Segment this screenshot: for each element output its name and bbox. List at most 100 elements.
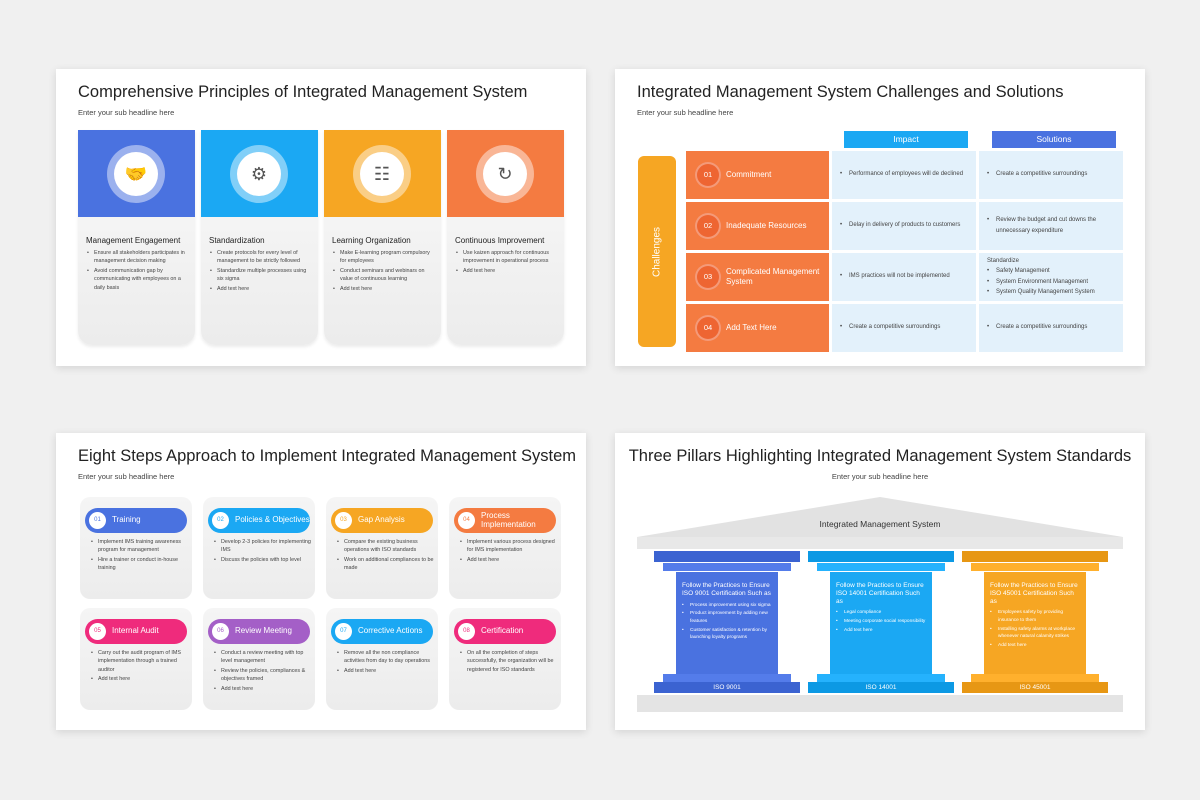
bullet-item: Meeting corporate social responsibility — [836, 618, 926, 626]
step-label: Gap Analysis — [358, 515, 405, 525]
card-bullets: Ensure all stakeholders participates in … — [86, 249, 190, 293]
step-number: 01 — [89, 512, 106, 529]
impact-cell: Create a competitive surroundings — [832, 304, 976, 352]
slide-subtitle: Enter your sub headline here — [78, 108, 175, 117]
step-label: Certification — [481, 626, 524, 636]
solution-text: System Quality Management System — [987, 287, 1115, 298]
pillar-capital — [808, 551, 954, 562]
principle-card[interactable]: 🤝Management EngagementEnsure all stakeho… — [78, 130, 195, 345]
step-label: Process Implementation — [481, 510, 536, 529]
pillar[interactable]: Follow the Practices to Ensure ISO 14001… — [808, 551, 954, 695]
step-pill: 01 Training — [85, 508, 187, 533]
step-card[interactable]: 03 Gap AnalysisCompare the existing busin… — [326, 497, 438, 599]
solution-text: Create a competitive surroundings — [987, 322, 1115, 334]
pillar-capital — [962, 551, 1108, 562]
principle-card[interactable]: ↻ Continuous ImprovementUse kaizen approa… — [447, 130, 564, 345]
pillar-roof — [637, 497, 1123, 537]
card-bullets: Make E-learning program compulsory for e… — [332, 249, 436, 294]
step-bullets: Compare the existing business operations… — [336, 538, 434, 574]
bullet-item: Conduct seminars and webinars on value o… — [332, 267, 436, 284]
step-card[interactable]: 02 Policies & ObjectivesDevelop 2-3 polic… — [203, 497, 315, 599]
step-label: Internal Audit — [112, 626, 159, 636]
pillar-heading: Follow the Practices to Ensure ISO 14001… — [836, 582, 924, 605]
pillar[interactable]: Follow the Practices to Ensure ISO 45001… — [962, 551, 1108, 695]
slide-principles[interactable]: Comprehensive Principles of Integrated M… — [56, 69, 586, 366]
impact-text: Performance of employees will de decline… — [840, 169, 968, 181]
bullet-item: Add text here — [459, 556, 557, 565]
solution-cell: Create a competitive surroundings — [979, 304, 1123, 352]
pillar-base-step — [663, 674, 791, 682]
bullet-item: Process improvement using six sigma — [682, 602, 772, 610]
bullet-item: Installing safety alarms at workplace wh… — [990, 626, 1080, 641]
impact-text: IMS practices will not be implemented — [840, 271, 968, 283]
impact-cell: Delay in delivery of products to custome… — [832, 202, 976, 250]
challenge-text: Inadequate Resources — [726, 221, 807, 230]
slide-subtitle: Enter your sub headline here — [831, 472, 929, 481]
pillar-capital-step — [663, 563, 791, 571]
step-bullets: Implement IMS training awareness program… — [90, 538, 188, 574]
card-title: Continuous Improvement — [455, 236, 545, 245]
challenge-text: Commitment — [726, 170, 772, 179]
step-bullets: Remove all the non compliance activities… — [336, 649, 434, 676]
icon-ring: ⚙ — [230, 145, 288, 203]
pillar-capital — [654, 551, 800, 562]
step-card[interactable]: 01 TrainingImplement IMS training awarene… — [80, 497, 192, 599]
card-bullets: Use kaizen approach for continuous impro… — [455, 249, 559, 276]
slide-eight-steps[interactable]: Eight Steps Approach to Implement Integr… — [56, 433, 586, 730]
bullet-item: Add text here — [332, 285, 436, 294]
solution-text: System Environment Management — [987, 277, 1115, 288]
impact-cell: IMS practices will not be implemented — [832, 253, 976, 301]
card-bullets: Create protocols for every level of mana… — [209, 249, 313, 294]
bullet-item: Add text here — [213, 685, 311, 694]
roof-beam — [637, 537, 1123, 549]
slide-three-pillars[interactable]: Three Pillars Highlighting Integrated Ma… — [615, 433, 1145, 730]
step-card[interactable]: 08 Certification On all the completion of … — [449, 608, 561, 710]
solution-cell: Review the budget and cut downs the unne… — [979, 202, 1123, 250]
pillar-base-label: ISO 9001 — [654, 682, 800, 693]
bullet-item: Remove all the non compliance activities… — [336, 649, 434, 666]
bullet-item: Employees safety by providing insurance … — [990, 609, 1080, 624]
roof-label: Integrated Management System — [819, 519, 941, 529]
bullet-item: Review the policies, compliances & objec… — [213, 667, 311, 684]
pillar-capital-step — [971, 563, 1099, 571]
slide-title: Integrated Management System Challenges … — [637, 83, 1064, 101]
slide-challenges[interactable]: Integrated Management System Challenges … — [615, 69, 1145, 366]
pillar-capital-step — [817, 563, 945, 571]
pillar[interactable]: Follow the Practices to Ensure ISO 9001 … — [654, 551, 800, 695]
bullet-item: Discuss the policies with top level — [213, 556, 311, 565]
bullet-item: Hire a trainer or conduct in-house train… — [90, 556, 188, 573]
organization-chart-icon: ☷ — [360, 152, 404, 196]
bullet-item: Create protocols for every level of mana… — [209, 249, 313, 266]
challenge-row[interactable]: 02 Inadequate Resources Delay in delivery … — [686, 202, 1123, 250]
bullet-item: Add text here — [336, 667, 434, 676]
bullet-item: Customer satisfaction & retention by lau… — [682, 627, 772, 642]
step-label: Training — [112, 515, 141, 525]
challenge-label: 02 Inadequate Resources — [686, 202, 829, 250]
slide-subtitle: Enter your sub headline here — [637, 108, 734, 117]
bullet-item: Standardize multiple processes using six… — [209, 267, 313, 284]
principle-card[interactable]: ⚙StandardizationCreate protocols for eve… — [201, 130, 318, 345]
bullet-item: Make E-learning program compulsory for e… — [332, 249, 436, 266]
step-bullets: Develop 2-3 policies for implementing IM… — [213, 538, 311, 565]
card-header: 🤝 — [78, 130, 195, 217]
challenge-number: 02 — [695, 213, 721, 239]
step-number: 03 — [335, 512, 352, 529]
step-number: 08 — [458, 623, 475, 640]
slide-title: Three Pillars Highlighting Integrated Ma… — [628, 447, 1132, 465]
step-label: Policies & Objectives — [235, 515, 310, 525]
step-number: 02 — [212, 512, 229, 529]
card-header: ↻ — [447, 130, 564, 217]
step-bullets: On all the completion of steps successfu… — [459, 649, 557, 675]
principle-card[interactable]: ☷Learning OrganizationMake E-learning pr… — [324, 130, 441, 345]
